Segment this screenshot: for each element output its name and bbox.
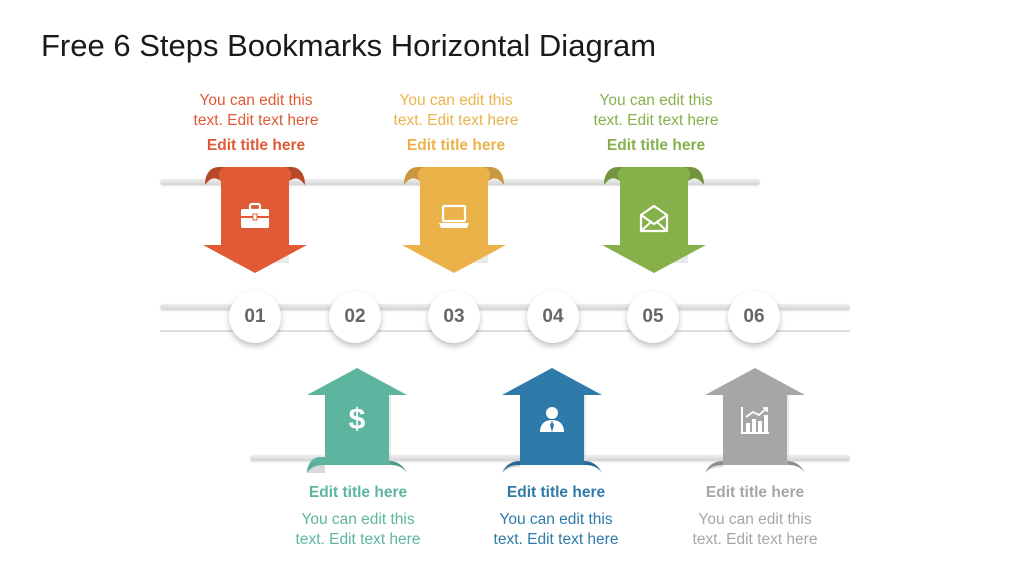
middle-rail-lower: [160, 330, 850, 332]
step-2-number: 02: [329, 291, 381, 343]
step-3-number: 03: [428, 291, 480, 343]
bar-chart-icon: [741, 407, 769, 434]
step-1-description-line-1: You can edit this: [199, 92, 313, 109]
step-4-text: Edit title here You can edit this text. …: [456, 484, 656, 550]
step-5-text: You can edit this text. Edit text here E…: [556, 91, 756, 155]
dollar-icon: $: [348, 403, 366, 436]
step-1-number: 01: [229, 291, 281, 343]
step-5-number: 05: [627, 291, 679, 343]
step-3-description-line-1: You can edit this: [399, 92, 513, 109]
page-title: Free 6 Steps Bookmarks Horizontal Diagra…: [41, 28, 657, 63]
step-6-description-line-2: text. Edit text here: [692, 531, 818, 548]
step-6-title: Edit title here: [705, 484, 805, 501]
step-2-bookmark: $: [297, 365, 417, 480]
middle-rail: [160, 304, 850, 310]
step-6-number: 06: [728, 291, 780, 343]
step-4-number: 04: [527, 291, 579, 343]
step-2-description-line-2: text. Edit text here: [295, 531, 421, 548]
step-4-title: Edit title here: [506, 484, 606, 501]
briefcase-icon: [241, 202, 269, 228]
step-1-title: Edit title here: [206, 137, 306, 154]
step-3-text: You can edit this text. Edit text here E…: [356, 91, 556, 155]
step-5-description-line-1: You can edit this: [599, 92, 713, 109]
step-4-description-line-1: You can edit this: [499, 511, 613, 528]
step-1-description-line-2: text. Edit text here: [193, 112, 319, 129]
step-6-description-line-1: You can edit this: [698, 511, 812, 528]
step-1-bookmark: [195, 163, 315, 278]
step-3-title: Edit title here: [406, 137, 506, 154]
step-5-description-line-2: text. Edit text here: [593, 112, 719, 129]
step-2-description-line-1: You can edit this: [301, 511, 415, 528]
user-icon: [540, 407, 564, 432]
envelope-icon: [639, 204, 669, 233]
step-6-bookmark: [695, 365, 815, 480]
step-3-bookmark: [394, 163, 514, 278]
step-1-text: You can edit this text. Edit text here E…: [156, 91, 356, 155]
step-6-text: Edit title here You can edit this text. …: [655, 484, 855, 550]
step-5-bookmark: [594, 163, 714, 278]
step-2-title: Edit title here: [308, 484, 408, 501]
step-2-text: Edit title here You can edit this text. …: [258, 484, 458, 550]
step-4-description-line-2: text. Edit text here: [493, 531, 619, 548]
step-4-bookmark: [492, 365, 612, 480]
laptop-icon: [439, 204, 469, 228]
step-3-description-line-2: text. Edit text here: [393, 112, 519, 129]
step-5-title: Edit title here: [606, 137, 706, 154]
